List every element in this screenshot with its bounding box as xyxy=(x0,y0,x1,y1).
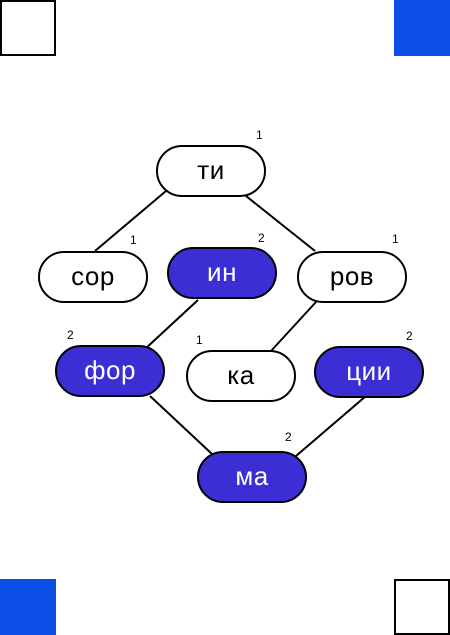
syllable-node-in[interactable]: ин xyxy=(167,247,277,299)
syllable-count-ti: 1 xyxy=(256,128,263,142)
syllable-label-sor: сор xyxy=(71,260,115,291)
corner-square-bottom-left xyxy=(0,579,56,635)
link-rov-ka xyxy=(270,301,317,352)
link-in-for xyxy=(144,299,199,350)
syllable-node-ma[interactable]: ма xyxy=(197,451,307,503)
link-for-ma xyxy=(149,395,213,455)
syllable-label-ka: ка xyxy=(227,359,255,390)
link-cii-ma xyxy=(295,395,367,457)
syllable-label-cii: ции xyxy=(346,355,392,386)
corner-square-top-right xyxy=(394,0,450,56)
syllable-node-ti[interactable]: ти xyxy=(156,145,266,197)
syllable-label-ma: ма xyxy=(235,460,269,491)
syllable-count-rov: 1 xyxy=(392,232,399,246)
syllable-count-ka: 1 xyxy=(196,333,203,347)
syllable-label-in: ин xyxy=(207,256,237,287)
syllable-label-ti: ти xyxy=(197,154,225,185)
syllable-count-for: 2 xyxy=(67,328,74,342)
syllable-count-cii: 2 xyxy=(406,329,413,343)
syllable-node-rov[interactable]: ров xyxy=(297,251,407,303)
syllable-label-rov: ров xyxy=(329,260,375,291)
syllable-node-sor[interactable]: сор xyxy=(38,251,148,303)
syllable-node-for[interactable]: фор xyxy=(55,345,165,397)
syllable-count-sor: 1 xyxy=(130,233,137,247)
link-ti-rov xyxy=(245,195,316,252)
corner-square-bottom-right xyxy=(394,579,450,635)
syllable-node-ka[interactable]: ка xyxy=(186,350,296,402)
syllable-count-in: 2 xyxy=(258,231,265,245)
corner-square-top-left xyxy=(0,0,56,56)
syllable-count-ma: 2 xyxy=(285,430,292,444)
syllable-node-cii[interactable]: ции xyxy=(314,346,424,398)
syllable-label-for: фор xyxy=(84,354,136,385)
